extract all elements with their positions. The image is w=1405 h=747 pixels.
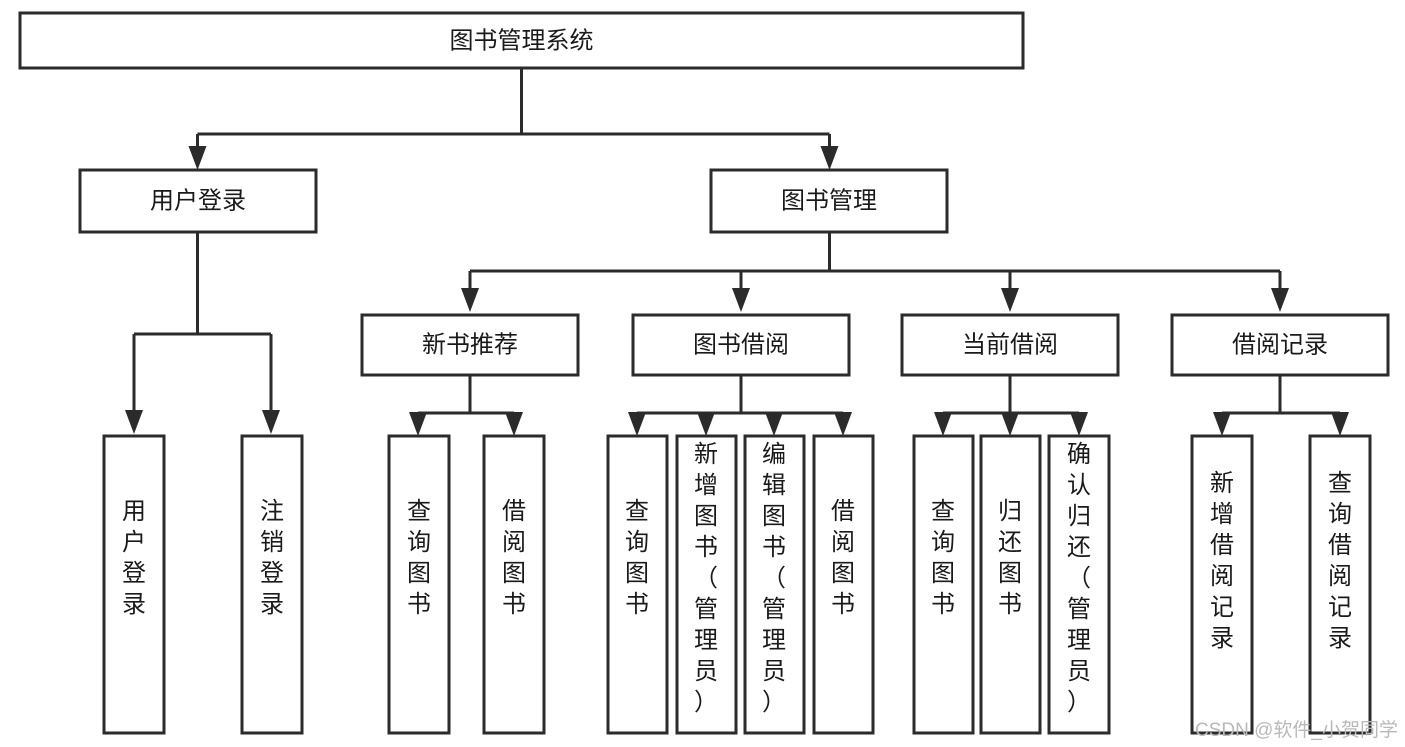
leaf-book-borrow-1-label: 查询图书: [625, 498, 649, 618]
leaf-borrow-record-1-box[interactable]: [1190, 434, 1254, 735]
node-new-book-recommend[interactable]: 新书推荐: [360, 313, 580, 377]
node-user-login[interactable]: 用户登录: [78, 168, 318, 234]
node-book-manage-box[interactable]: [709, 168, 949, 234]
leaf-borrow-record-2-box[interactable]: [1308, 434, 1372, 735]
node-root-box[interactable]: [18, 11, 1025, 70]
leaf-node[interactable]: 新增图书（管理员）: [675, 434, 738, 735]
leaf-node[interactable]: 借阅图书: [482, 434, 546, 735]
connector-group-book-borrow: [628, 375, 852, 436]
arrow-leaf-cb-3: [1070, 412, 1088, 436]
leaf-book-borrow-2-label: 新增图书（管理员）: [694, 441, 718, 716]
node-root[interactable]: 图书管理系统: [18, 11, 1025, 70]
arrow-to-new-book: [461, 288, 479, 312]
leaf-node[interactable]: 用户登录: [102, 434, 166, 735]
watermark: CSDN @软件_小贺同学: [1195, 719, 1398, 741]
arrow-to-current-borrow: [1001, 288, 1019, 312]
leaf-user-login-1-box[interactable]: [102, 434, 166, 735]
node-book-borrow-label: 图书借阅: [693, 331, 789, 358]
node-current-borrow-label: 当前借阅: [962, 331, 1058, 358]
leaf-current-borrow-2-label: 归还图书: [998, 498, 1022, 618]
leaf-current-borrow-2-box[interactable]: [979, 434, 1042, 735]
node-new-book-recommend-box[interactable]: [360, 313, 580, 377]
arrow-to-book-borrow: [732, 288, 750, 312]
arrow-leaf-nb-1: [409, 412, 427, 436]
leaf-new-book-2-box[interactable]: [482, 434, 546, 735]
node-current-borrow-box[interactable]: [900, 313, 1120, 377]
arrow-leaf-br-2: [1331, 412, 1349, 436]
leaf-node[interactable]: 注销登录: [240, 434, 304, 735]
leaf-new-book-1-box[interactable]: [387, 434, 451, 735]
node-book-manage[interactable]: 图书管理: [709, 168, 949, 234]
arrow-leaf-bb-3: [765, 412, 783, 436]
leaf-user-login-1-label: 用户登录: [122, 498, 146, 618]
leaf-current-borrow-3-label: 确认归还（管理员）: [1067, 441, 1091, 716]
node-new-book-recommend-label: 新书推荐: [422, 331, 518, 358]
arrow-to-book-manage: [820, 146, 839, 170]
leaf-current-borrow-1-box[interactable]: [912, 434, 975, 735]
leaf-book-borrow-3-box[interactable]: [743, 434, 806, 735]
connector-group-current-borrow: [934, 375, 1088, 436]
connector-group-book-manage: [461, 232, 1289, 312]
connector-group-root: [188, 68, 839, 170]
arrow-leaf-bb-4: [834, 412, 852, 436]
node-borrow-record-label: 借阅记录: [1232, 331, 1328, 358]
arrow-to-user-login: [188, 146, 207, 170]
node-book-borrow[interactable]: 图书借阅: [631, 313, 851, 377]
leaf-node[interactable]: 查询图书: [912, 434, 975, 735]
leaf-node[interactable]: 新增借阅记录: [1190, 434, 1254, 735]
leaf-book-borrow-1-box[interactable]: [606, 434, 669, 735]
leaf-node[interactable]: 查询借阅记录: [1308, 434, 1372, 735]
leaf-new-book-1-label: 查询图书: [407, 498, 431, 618]
arrow-leaf-bb-1: [628, 412, 646, 436]
leaf-user-login-2-label: 注销登录: [260, 498, 284, 618]
leaf-user-login-2-box[interactable]: [240, 434, 304, 735]
leaf-borrow-record-2-label: 查询借阅记录: [1328, 470, 1352, 652]
connector-group-new-book: [409, 375, 523, 436]
node-borrow-record[interactable]: 借阅记录: [1170, 313, 1390, 377]
leaf-book-borrow-4-box[interactable]: [812, 434, 875, 735]
arrow-leaf-nb-2: [505, 412, 523, 436]
arrow-leaf-user-login-1: [125, 410, 143, 434]
leaf-node[interactable]: 查询图书: [606, 434, 669, 735]
node-user-login-label: 用户登录: [150, 187, 246, 214]
node-current-borrow[interactable]: 当前借阅: [900, 313, 1120, 377]
node-user-login-box[interactable]: [78, 168, 318, 234]
leaf-borrow-record-1-label: 新增借阅记录: [1210, 470, 1234, 652]
leaf-book-borrow-3-label: 编辑图书（管理员）: [762, 441, 786, 716]
connector-group-borrow-record: [1213, 375, 1349, 436]
leaf-node[interactable]: 查询图书: [387, 434, 451, 735]
connector-group-user-login: [125, 232, 280, 434]
node-book-manage-label: 图书管理: [781, 187, 877, 214]
leaf-node[interactable]: 借阅图书: [812, 434, 875, 735]
arrow-leaf-cb-1: [934, 412, 952, 436]
arrow-leaf-bb-2: [697, 412, 715, 436]
leaf-book-borrow-4-label: 借阅图书: [831, 498, 855, 618]
leaf-current-borrow-3-box[interactable]: [1047, 434, 1111, 735]
arrow-leaf-br-1: [1213, 412, 1231, 436]
arrow-to-borrow-record: [1271, 288, 1289, 312]
leaf-node[interactable]: 归还图书: [979, 434, 1042, 735]
leaf-book-borrow-2-box[interactable]: [675, 434, 738, 735]
leaf-node[interactable]: 编辑图书（管理员）: [743, 434, 806, 735]
node-borrow-record-box[interactable]: [1170, 313, 1390, 377]
arrow-leaf-cb-2: [1001, 412, 1019, 436]
leaf-new-book-2-label: 借阅图书: [502, 498, 526, 618]
leaf-current-borrow-1-label: 查询图书: [931, 498, 955, 618]
leaf-node[interactable]: 确认归还（管理员）: [1047, 434, 1111, 735]
arrow-leaf-user-login-2: [262, 410, 280, 434]
node-book-borrow-box[interactable]: [631, 313, 851, 377]
node-root-label: 图书管理系统: [450, 27, 594, 54]
